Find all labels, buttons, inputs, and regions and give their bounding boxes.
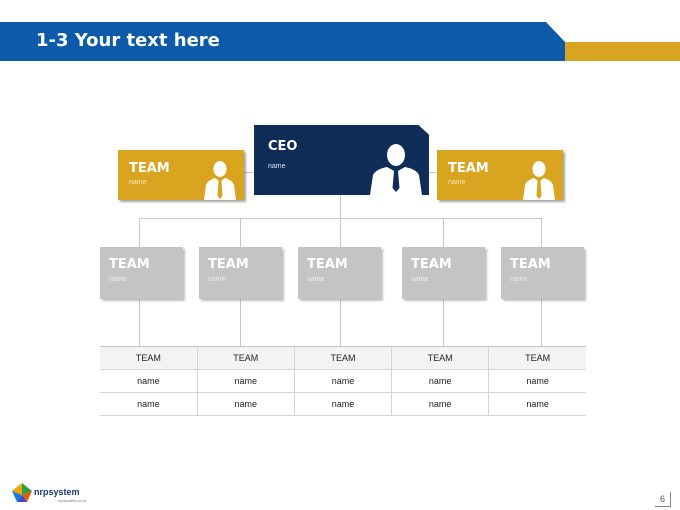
connector-drop-2 (240, 218, 241, 247)
table-cell: name (391, 392, 489, 416)
connector-table-2 (240, 299, 241, 346)
connector-drop-1 (139, 218, 140, 247)
connector-left (244, 172, 254, 173)
team-title: TEAM (129, 161, 170, 176)
team-name: name (208, 276, 226, 283)
logo-text: nrpsystem (34, 487, 80, 497)
ceo-box: CEO name (254, 125, 429, 195)
connector-table-4 (443, 299, 444, 346)
connector-drop-4 (443, 218, 444, 247)
team-box-1: TEAM name (100, 247, 183, 299)
team-title: TEAM (208, 257, 249, 272)
team-name: name (411, 276, 429, 283)
table-cell: name (196, 392, 295, 416)
table-row: name name name name name (100, 392, 586, 416)
table-header-row: TEAM TEAM TEAM TEAM TEAM (100, 346, 586, 370)
table-header-cell: TEAM (100, 346, 198, 370)
table-header-cell: TEAM (488, 346, 586, 370)
team-title: TEAM (411, 257, 452, 272)
team-box-4: TEAM name (402, 247, 485, 299)
table-cell: name (293, 392, 392, 416)
ceo-title: CEO (268, 139, 298, 154)
connector-drop-5 (541, 218, 542, 247)
table-header-cell: TEAM (293, 346, 392, 370)
team-box-top-right: TEAM name (437, 150, 563, 200)
table-cell: name (293, 369, 392, 393)
person-icon (204, 161, 236, 200)
team-title: TEAM (448, 161, 489, 176)
table-cell: name (100, 392, 198, 416)
team-name: name (510, 276, 528, 283)
logo-icon (12, 483, 32, 502)
page-number: 6 (655, 492, 671, 507)
team-title: TEAM (307, 257, 348, 272)
connector-table-1 (139, 299, 140, 346)
team-name: name (129, 179, 147, 186)
team-box-2: TEAM name (199, 247, 282, 299)
table-cell: name (488, 369, 586, 393)
person-icon (370, 144, 422, 195)
table-cell: name (100, 369, 198, 393)
table-cell: name (196, 369, 295, 393)
team-members-table: TEAM TEAM TEAM TEAM TEAM name name name … (100, 346, 586, 416)
connector-table-5 (541, 299, 542, 346)
table-header-cell: TEAM (391, 346, 489, 370)
team-box-top-left: TEAM name (118, 150, 244, 200)
person-icon (523, 161, 555, 200)
table-cell: name (391, 369, 489, 393)
team-name: name (109, 276, 127, 283)
connector-horizontal (139, 218, 541, 219)
logo-subtext: nrpsystem.co.kr (58, 498, 87, 503)
connector-right (429, 172, 437, 173)
connector-ceo-down (340, 195, 341, 247)
connector-table-3 (340, 299, 341, 346)
table-header-cell: TEAM (196, 346, 295, 370)
table-cell: name (488, 392, 586, 416)
team-box-3: TEAM name (298, 247, 381, 299)
team-title: TEAM (109, 257, 150, 272)
team-title: TEAM (510, 257, 551, 272)
table-row: name name name name name (100, 369, 586, 393)
ceo-name: name (268, 163, 286, 170)
team-name: name (307, 276, 325, 283)
page-title: 1-3 Your text here (36, 30, 220, 51)
team-name: name (448, 179, 466, 186)
team-box-5: TEAM name (501, 247, 584, 299)
title-bar (0, 22, 680, 61)
